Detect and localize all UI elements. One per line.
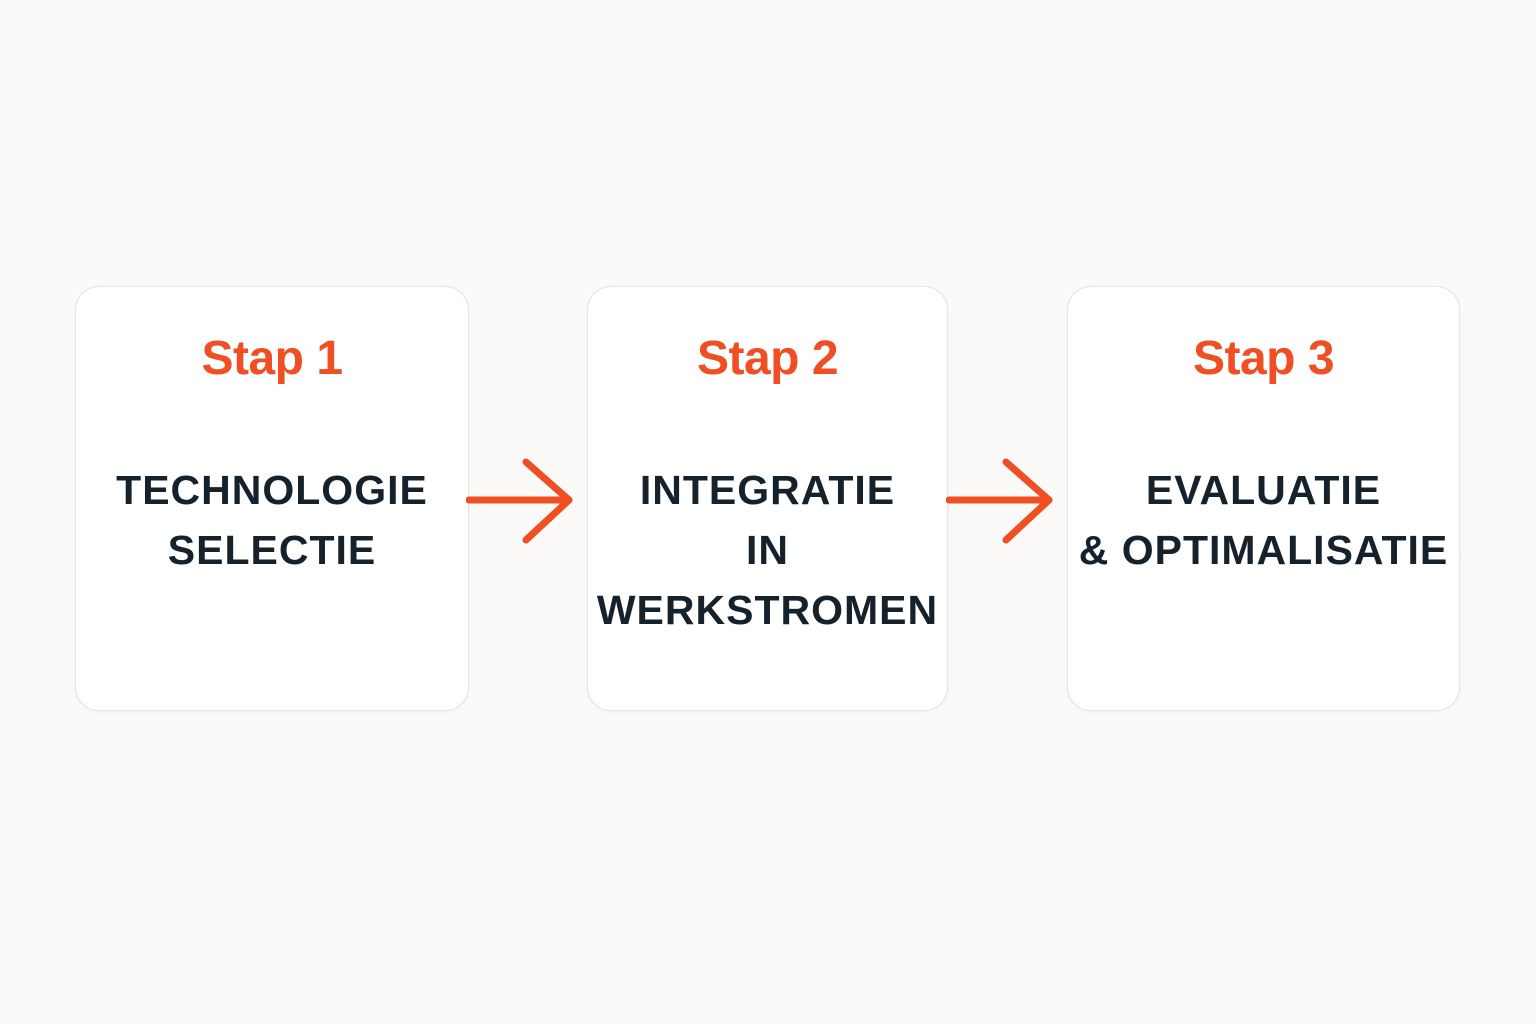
step-label-3: Stap 3 xyxy=(1192,332,1335,385)
step-title-1: TECHNOLOGIE SELECTIE xyxy=(76,460,468,580)
step-title-line: TECHNOLOGIE xyxy=(116,467,428,513)
step-title-line: & OPTIMALISATIE xyxy=(1078,527,1449,573)
step-title-line: EVALUATIE xyxy=(1145,467,1382,513)
step-title-line: INTEGRATIE xyxy=(639,467,896,513)
step-label-1: Stap 1 xyxy=(201,332,343,385)
step-card-1: Stap 1 TECHNOLOGIE SELECTIE xyxy=(75,286,469,711)
step-label-2: Stap 2 xyxy=(696,332,839,385)
arrow-right-icon xyxy=(466,458,573,544)
step-title-line: WERKSTROMEN xyxy=(596,587,939,633)
arrow-right-icon xyxy=(946,458,1053,544)
step-title-line: SELECTIE xyxy=(167,527,377,573)
step-title-line: IN xyxy=(746,527,789,573)
step-card-3: Stap 3 EVALUATIE & OPTIMALISATIE xyxy=(1067,286,1460,711)
step-card-2: Stap 2 INTEGRATIE IN WERKSTROMEN xyxy=(587,286,948,711)
step-title-3: EVALUATIE & OPTIMALISATIE xyxy=(1068,460,1459,580)
step-title-2: INTEGRATIE IN WERKSTROMEN xyxy=(588,460,947,640)
